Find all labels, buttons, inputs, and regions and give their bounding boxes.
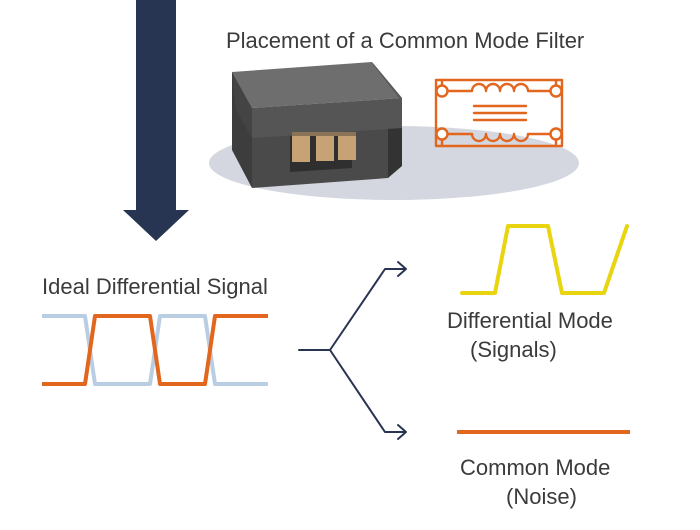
differential-mode-waveform <box>460 224 629 295</box>
common-mode-label: Common Mode <box>460 455 611 480</box>
chip-terminal <box>292 134 310 162</box>
down-arrow-icon <box>123 0 189 241</box>
differential-signal-orange <box>42 314 268 386</box>
differential-mode-sublabel: (Signals) <box>470 337 557 362</box>
placement-title: Placement of a Common Mode Filter <box>226 28 585 53</box>
arrowhead-up-icon <box>397 261 407 277</box>
chip-terminal <box>316 133 334 161</box>
arrowhead-down-icon <box>397 424 407 440</box>
chip-terminal <box>338 132 356 160</box>
common-mode-sublabel: (Noise) <box>506 484 577 509</box>
chip-icon <box>232 62 402 188</box>
differential-mode-label: Differential Mode <box>447 308 613 333</box>
split-arrows <box>298 261 407 440</box>
filter-schematic-icon <box>434 78 564 148</box>
ideal-signal-label: Ideal Differential Signal <box>42 274 268 299</box>
